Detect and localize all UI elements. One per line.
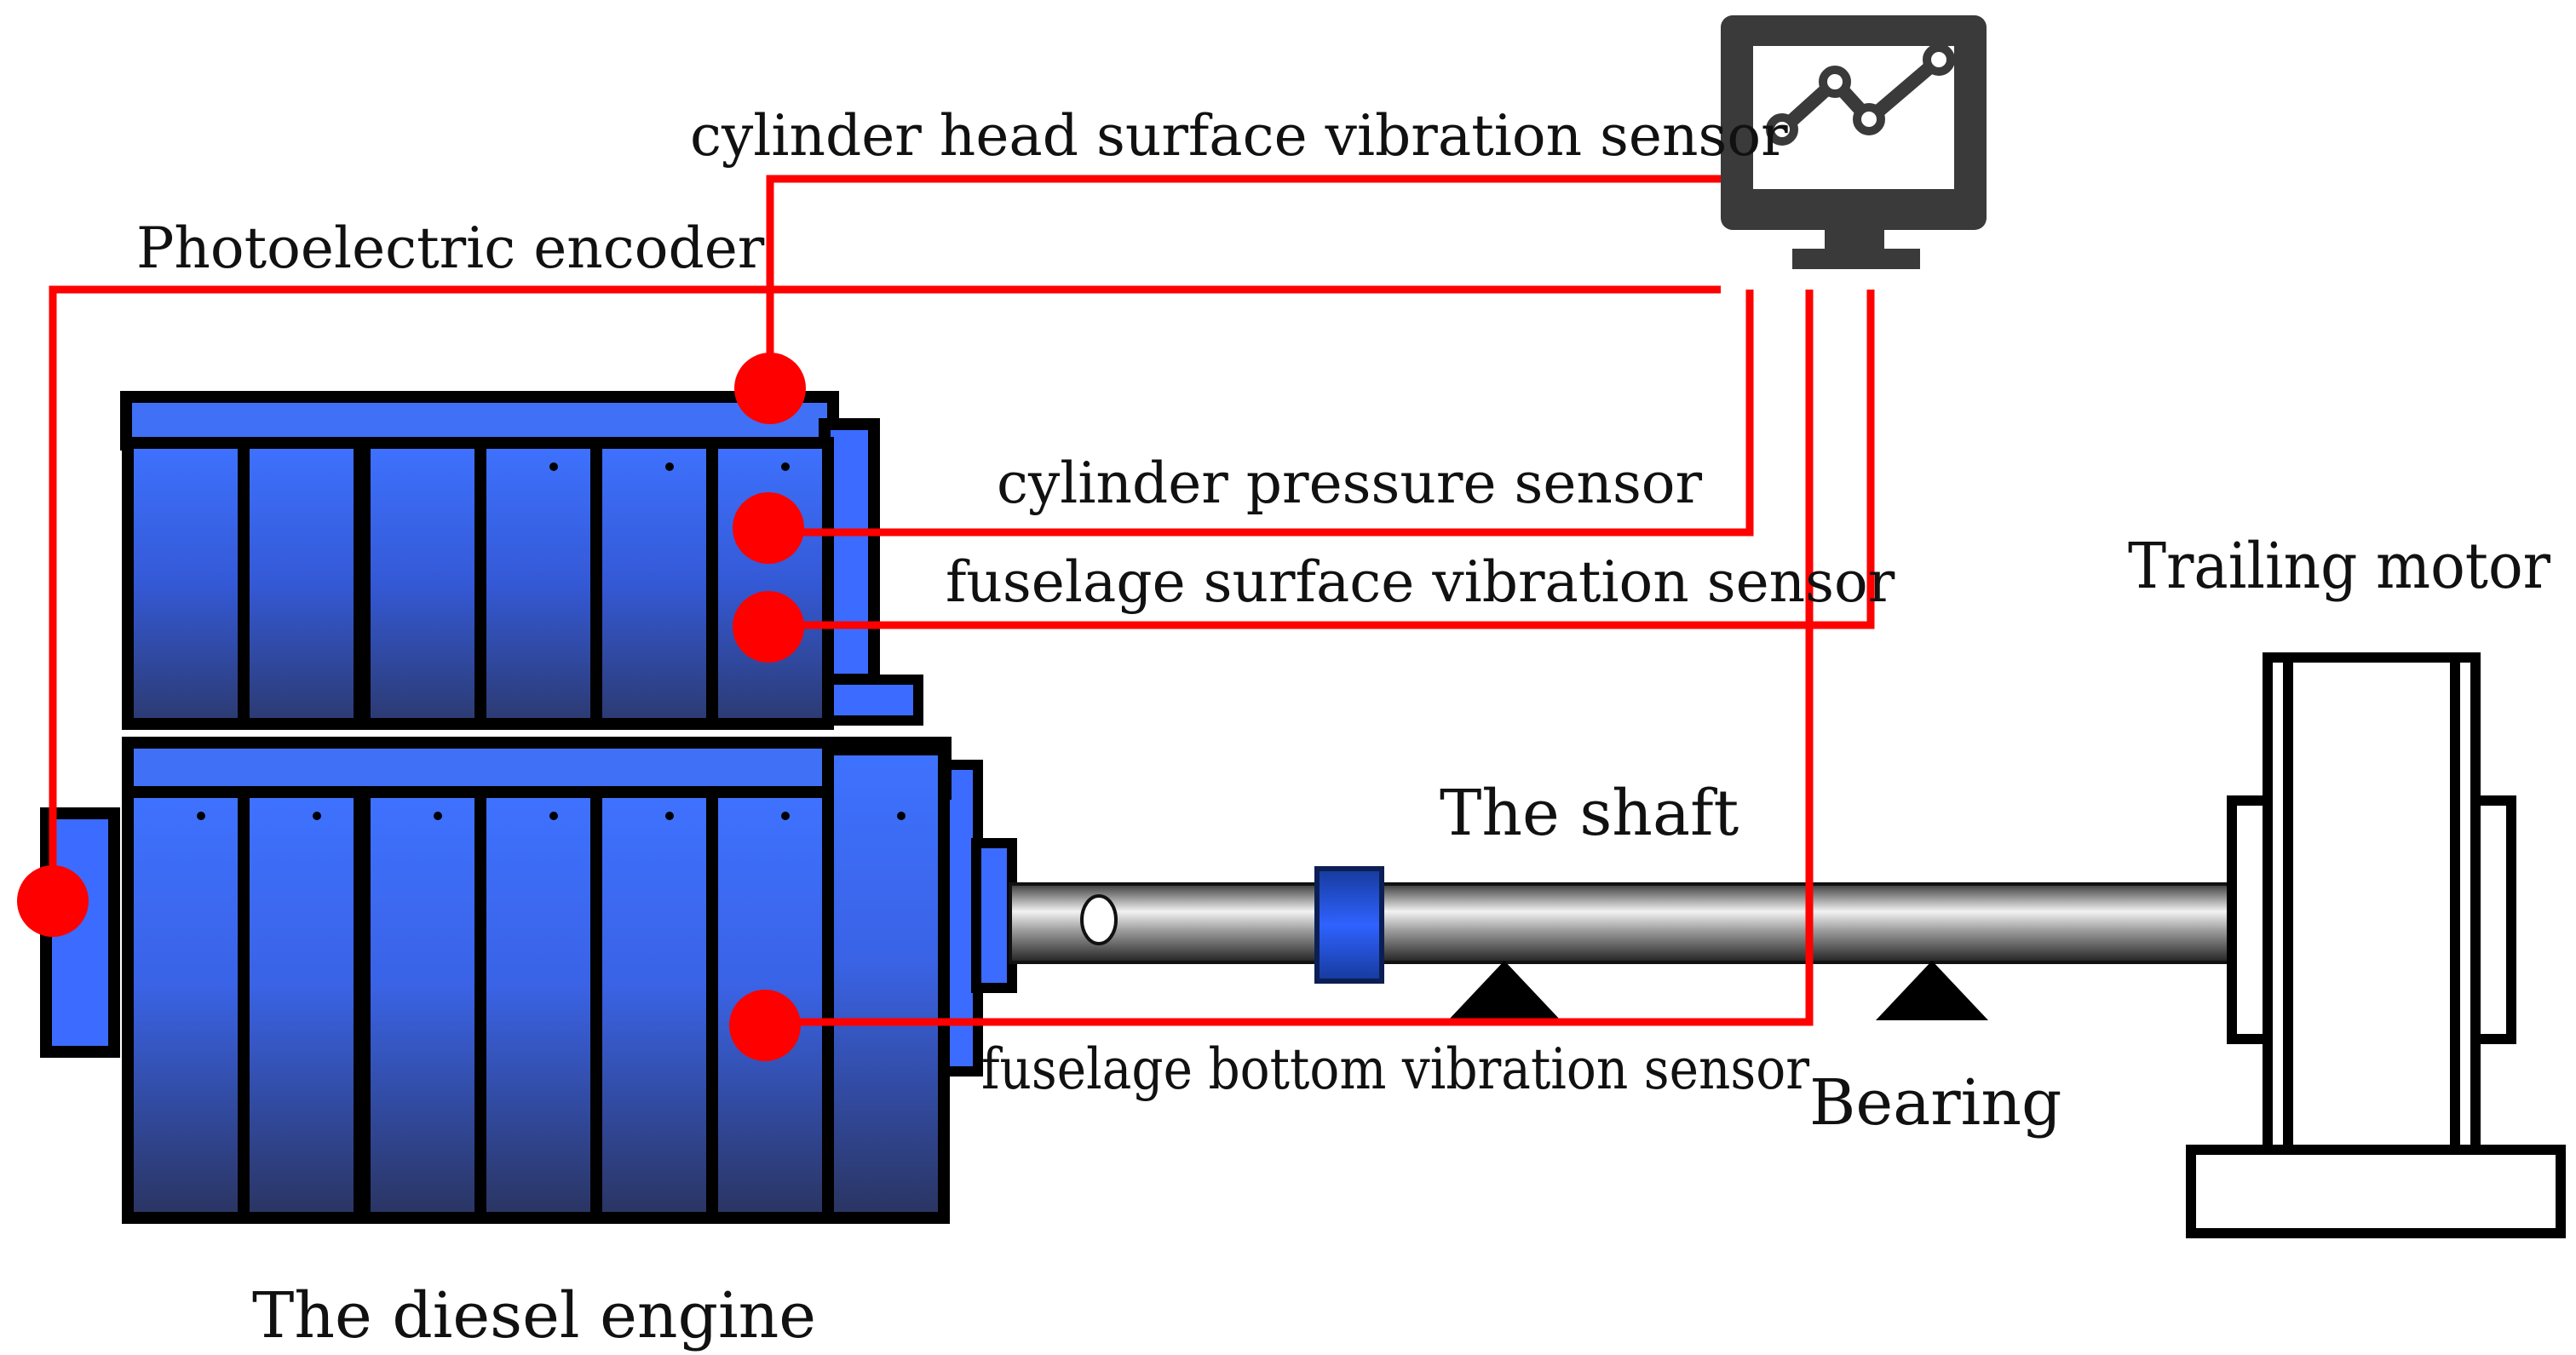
- engine-bottom-cylinder: [590, 786, 718, 1224]
- cylinder-pressure-sensor-dot: [733, 492, 804, 564]
- wire-photoelectric-encoder: [49, 285, 1721, 901]
- wire-fuselage-bottom-sensor: [765, 290, 1814, 1026]
- engine-bolts: [197, 462, 906, 820]
- wire-cylinder-pressure-sensor: [768, 290, 1754, 537]
- wire-cylinder-head-sensor: [766, 175, 1721, 388]
- engine-bottom-cylinder: [122, 786, 250, 1224]
- engine-bottom-cylinder: [238, 786, 365, 1224]
- motor-base: [2186, 1145, 2566, 1238]
- engine-top-cylinder: [122, 437, 250, 730]
- engine-top-right-foot: [819, 675, 923, 726]
- fuselage-bottom-sensor-dot: [729, 990, 801, 1061]
- engine-top-cylinder: [590, 437, 718, 730]
- bearing-icon: [1876, 961, 1988, 1020]
- label-fuselage-bottom-sensor: fuselage bottom vibration sensor: [981, 1036, 1809, 1102]
- shaft: [1009, 866, 2239, 984]
- shaft-bar: [1009, 882, 2239, 964]
- diesel-engine: [40, 391, 1017, 1224]
- label-shaft: The shaft: [1440, 777, 1739, 850]
- engine-bottom-cylinder: [822, 744, 950, 1224]
- cylinder-head-sensor-dot: [734, 353, 806, 424]
- engine-output-flange: [971, 838, 1017, 993]
- engine-top-cylinder: [474, 437, 602, 730]
- monitor-line-chart-icon: [1721, 15, 1987, 269]
- label-bearing: Bearing: [1809, 1066, 2061, 1140]
- motor-inner-frame: [2283, 652, 2460, 1157]
- signal-wires: [49, 175, 1875, 1026]
- label-cylinder-head-sensor: cylinder head surface vibration sensor: [690, 103, 1788, 169]
- label-trailing-motor: Trailing motor: [2128, 530, 2551, 603]
- engine-bottom-cylinder: [359, 786, 486, 1224]
- shaft-coupling: [1314, 866, 1384, 984]
- label-photoelectric-encoder: Photoelectric encoder: [136, 215, 765, 281]
- engine-top-cylinder: [359, 437, 486, 730]
- engine-bottom-cylinder: [474, 786, 602, 1224]
- photoelectric-encoder-dot: [17, 865, 89, 937]
- trailing-motor: [2186, 652, 2566, 1238]
- label-cylinder-pressure-sensor: cylinder pressure sensor: [997, 451, 1703, 516]
- label-fuselage-surface-sensor: fuselage surface vibration sensor: [946, 549, 1895, 615]
- bearing-icon: [1448, 961, 1561, 1020]
- wire-fuselage-surface-sensor: [768, 290, 1875, 629]
- fuselage-surface-sensor-dot: [733, 591, 804, 663]
- engine-top-cylinder: [706, 437, 834, 730]
- photoelectric-encoder-disc: [1080, 894, 1118, 945]
- engine-top-cylinder: [238, 437, 365, 730]
- label-diesel-engine: The diesel engine: [252, 1279, 816, 1352]
